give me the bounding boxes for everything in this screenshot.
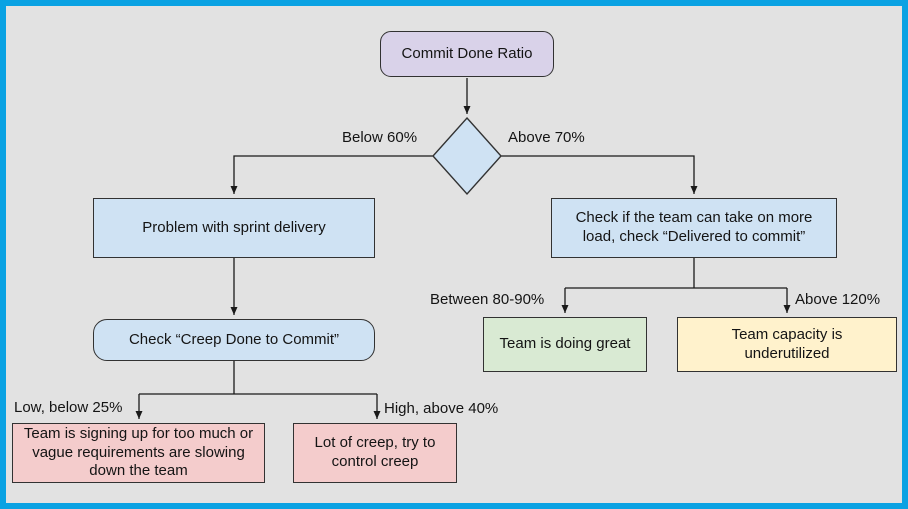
edge-label-high-above-40: High, above 40% xyxy=(384,400,499,417)
node-start-label: Commit Done Ratio xyxy=(401,44,533,62)
decision-diamond xyxy=(432,116,502,196)
node-start: Commit Done Ratio xyxy=(380,31,554,77)
node-too-much: Team is signing up for too much or vague… xyxy=(12,423,265,483)
node-underutilized: Team capacity is underutilized xyxy=(677,317,897,372)
edge-label-below-60: Below 60% xyxy=(342,129,418,146)
node-lot-of-creep-label: Lot of creep, try to control creep xyxy=(314,434,436,470)
edge-decision-to-check-load xyxy=(501,155,698,194)
node-too-much-label: Team is signing up for too much or vague… xyxy=(23,424,254,480)
edge-label-low-below-25: Low, below 25% xyxy=(14,399,123,416)
node-problem: Problem with sprint delivery xyxy=(93,198,375,258)
edge-label-above-70: Above 70% xyxy=(508,129,585,146)
node-check-load-label: Check if the team can take on more load,… xyxy=(575,209,813,245)
node-check-load: Check if the team can take on more load,… xyxy=(551,198,837,258)
edge-decision-to-problem xyxy=(230,155,433,194)
node-doing-great: Team is doing great xyxy=(483,317,647,372)
edge-label-above-120: Above 120% xyxy=(795,291,881,308)
node-lot-of-creep: Lot of creep, try to control creep xyxy=(293,423,457,483)
node-underutilized-label: Team capacity is underutilized xyxy=(731,325,843,362)
edge-label-between-80-90: Between 80-90% xyxy=(430,291,545,308)
node-check-creep-label: Check “Creep Done to Commit” xyxy=(128,330,340,348)
node-check-creep: Check “Creep Done to Commit” xyxy=(93,319,375,361)
node-problem-label: Problem with sprint delivery xyxy=(142,218,326,236)
node-doing-great-label: Team is doing great xyxy=(499,335,631,353)
